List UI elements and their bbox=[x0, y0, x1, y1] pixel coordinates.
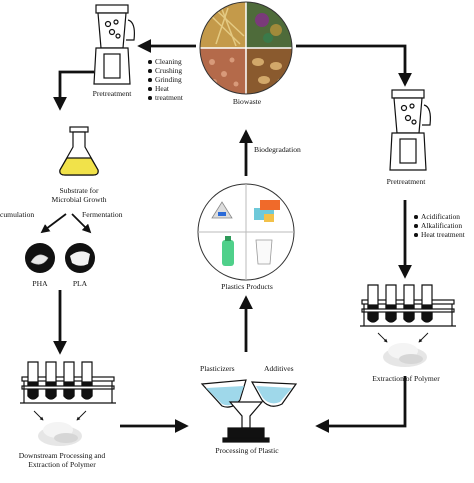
test-tube-rack-icon bbox=[360, 284, 456, 327]
substrate-line-1: Substrate for bbox=[59, 186, 99, 195]
extraction-right-label: Extraction of Polymer bbox=[372, 374, 440, 383]
processing-machine-icon bbox=[222, 401, 270, 443]
pha-label: PHA bbox=[32, 279, 48, 288]
processing-label: Processing of Plastic bbox=[215, 446, 279, 455]
step-acidification: Acidification bbox=[414, 212, 465, 221]
step-cleaning: Cleaning bbox=[148, 57, 183, 66]
left-pretreatment-steps: Cleaning Crushing Grinding Heat treatmen… bbox=[148, 57, 183, 102]
accumulation-label: cumulation bbox=[0, 210, 35, 219]
blender-icon bbox=[389, 89, 431, 171]
step-grinding: Grinding bbox=[148, 75, 183, 84]
additives-label: Additives bbox=[264, 364, 294, 373]
right-pretreatment-steps: Acidification Alkalification Heat treatm… bbox=[414, 212, 465, 239]
fermentation-label: Fermentation bbox=[82, 210, 123, 219]
step-treatment: treatment bbox=[148, 93, 183, 102]
plastics-products-label: Plastics Products bbox=[221, 282, 273, 291]
pretreatment-right-label: Pretreatment bbox=[386, 177, 426, 186]
plasticizer-flask-icon bbox=[200, 379, 247, 408]
branch-arrows bbox=[40, 213, 92, 234]
pla-label: PLA bbox=[72, 279, 88, 288]
substrate-line-2: Microbial Growth bbox=[51, 195, 107, 204]
biodegradation-label: Biodegradation bbox=[254, 145, 301, 154]
step-alkalification: Alkalification bbox=[414, 221, 465, 230]
pla-sample-icon bbox=[65, 243, 95, 273]
downstream-line-1: Downstream Processing and bbox=[18, 451, 106, 460]
culture-flask-icon bbox=[59, 126, 99, 176]
step-crushing: Crushing bbox=[148, 66, 183, 75]
pha-sample-icon bbox=[25, 243, 55, 273]
pointer-arrows bbox=[33, 332, 429, 421]
polymer-powder-icon bbox=[383, 343, 427, 367]
flow-arrows bbox=[53, 39, 412, 433]
plasticizers-label: Plasticizers bbox=[200, 364, 235, 373]
test-tube-rack-icon bbox=[20, 361, 116, 404]
polymer-powder-icon bbox=[38, 422, 82, 446]
biowaste-label: Biowaste bbox=[232, 97, 262, 106]
substrate-label: Substrate for Microbial Growth bbox=[51, 186, 106, 204]
plastics-products-photo bbox=[197, 183, 295, 281]
additive-flask-icon bbox=[250, 381, 298, 407]
step-heat-treatment: Heat treatment bbox=[414, 230, 465, 239]
blender-icon bbox=[93, 4, 135, 85]
downstream-label: Downstream Processing and Extraction of … bbox=[19, 451, 105, 469]
pretreatment-left-label: Pretreatment bbox=[92, 89, 132, 98]
downstream-line-2: Extraction of Polymer bbox=[28, 460, 96, 469]
step-heat: Heat bbox=[148, 84, 183, 93]
